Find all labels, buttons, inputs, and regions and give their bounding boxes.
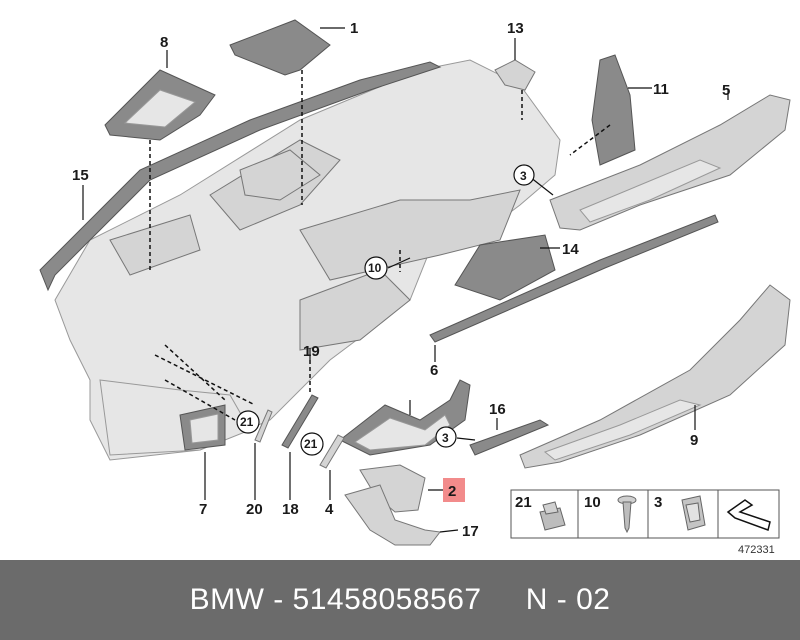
svg-text:21: 21: [240, 415, 254, 429]
label-part-15: 15: [72, 167, 89, 184]
svg-text:3: 3: [654, 494, 662, 511]
label-part-2: 2: [448, 483, 456, 500]
svg-text:10: 10: [584, 494, 601, 511]
label-part-7: 7: [199, 501, 207, 518]
part-15-strip: [39, 61, 442, 292]
part-4-strip: [319, 434, 345, 469]
part-16-strip: [469, 419, 550, 456]
svg-text:3: 3: [520, 169, 527, 183]
circled-label-3-upper: 3: [513, 164, 535, 186]
part-5-trim: [549, 94, 791, 231]
trim-strip-icon: [726, 499, 771, 531]
svg-text:21: 21: [304, 437, 318, 451]
circled-label-3-lower: 3: [435, 426, 457, 448]
label-part-17: 17: [462, 523, 479, 540]
part-20-strip: [254, 409, 273, 443]
footer-bar: BMW - 51458058567 N - 02: [0, 560, 800, 640]
label-part-5: 5: [722, 82, 730, 99]
part-14-box: [454, 234, 556, 301]
circled-label-10: 10: [364, 256, 388, 280]
label-part-18: 18: [282, 501, 299, 518]
reference-number: 472331: [738, 544, 775, 556]
part-13-vent: [494, 59, 536, 91]
clip-icon: [539, 501, 566, 531]
label-part-13: 13: [507, 20, 524, 37]
label-part-19: 19: [303, 343, 320, 360]
label-part-8: 8: [160, 34, 168, 51]
highlight-part-2: [443, 478, 465, 502]
label-part-6: 6: [430, 362, 438, 379]
fastener-legend: 21 10 3: [510, 489, 780, 539]
part-18-strip: [281, 394, 319, 449]
label-part-20: 20: [246, 501, 263, 518]
part-9-trim: [519, 284, 791, 469]
label-part-16: 16: [489, 401, 506, 418]
legend-item-3: 3: [654, 494, 706, 531]
label-part-4: 4: [325, 501, 334, 518]
part-6-strip: [429, 214, 719, 343]
screw-icon: [617, 495, 637, 534]
label-part-9: 9: [690, 432, 698, 449]
label-part-1: 1: [350, 20, 358, 37]
legend-item-10: 10: [584, 494, 637, 534]
svg-text:10: 10: [368, 261, 382, 275]
part-number-caption: BMW - 51458058567 N - 02: [189, 583, 611, 616]
circled-label-21-right: 21: [300, 432, 324, 456]
circled-label-21-left: 21: [236, 410, 260, 434]
svg-text:21: 21: [515, 494, 532, 511]
spring-nut-icon: [681, 495, 706, 531]
svg-text:3: 3: [442, 431, 449, 445]
legend-item-21: 21: [515, 494, 566, 531]
diagram-svg: 1 8 13 11 5 15 14 6 19 16 9 7 20 18 4 17…: [39, 19, 791, 556]
exploded-parts-diagram: 1 8 13 11 5 15 14 6 19 16 9 7 20 18 4 17…: [39, 19, 791, 556]
label-part-11: 11: [653, 81, 669, 98]
legend-item-strip: [726, 499, 771, 531]
label-part-14: 14: [562, 241, 579, 258]
part-1-cover: [229, 19, 331, 76]
part-11-panel: [591, 54, 636, 166]
